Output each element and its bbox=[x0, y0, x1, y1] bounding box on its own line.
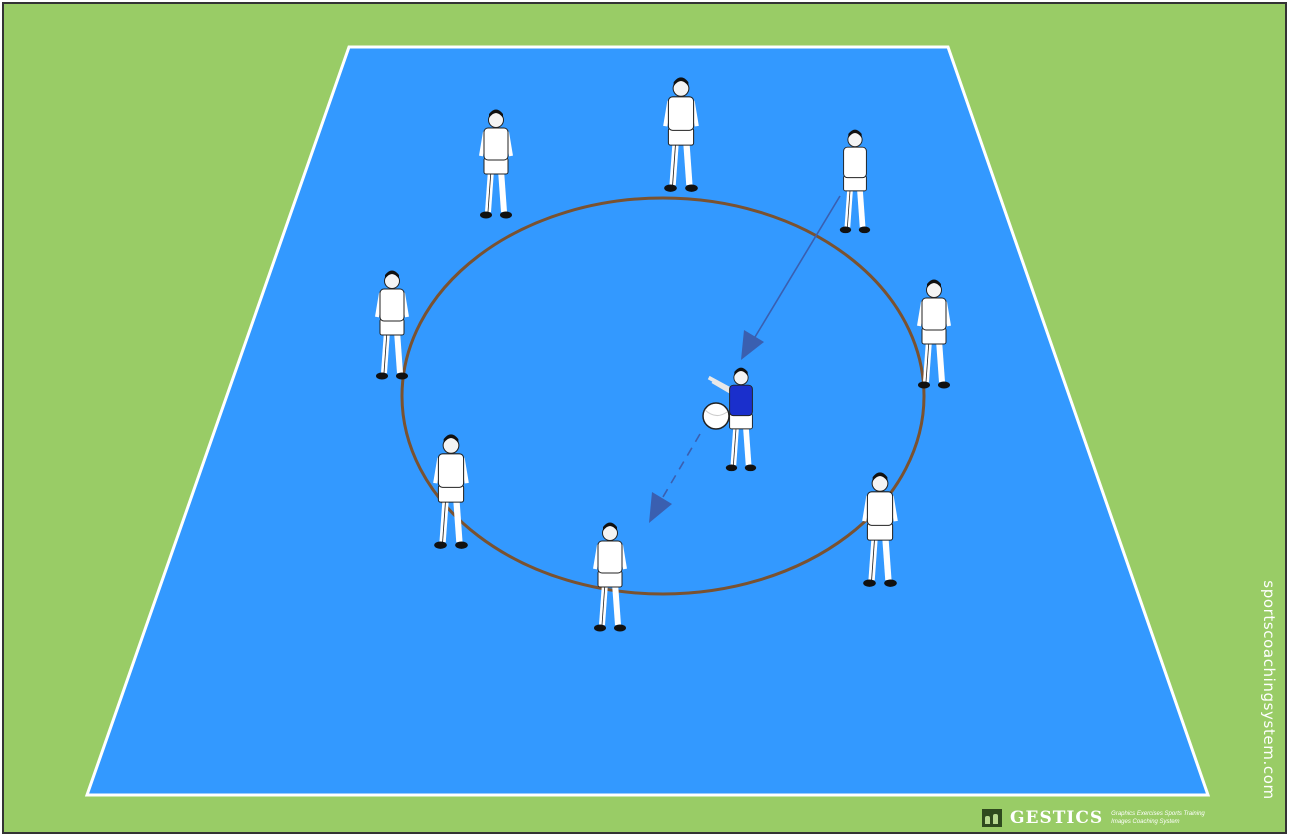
gestics-logo-icon bbox=[982, 809, 1002, 827]
brand-tagline: Graphics Exercises Sports Training Image… bbox=[1111, 810, 1205, 826]
volleyball bbox=[703, 403, 729, 429]
brand-tagline-line1: Graphics Exercises Sports Training bbox=[1111, 810, 1205, 818]
watermark-text: sportscoachingsystem.com bbox=[1260, 580, 1278, 799]
brand-logo-block: GESTICS Graphics Exercises Sports Traini… bbox=[982, 806, 1205, 830]
brand-name: GESTICS bbox=[1010, 808, 1103, 828]
brand-tagline-line2: Images Coaching System bbox=[1111, 818, 1205, 826]
